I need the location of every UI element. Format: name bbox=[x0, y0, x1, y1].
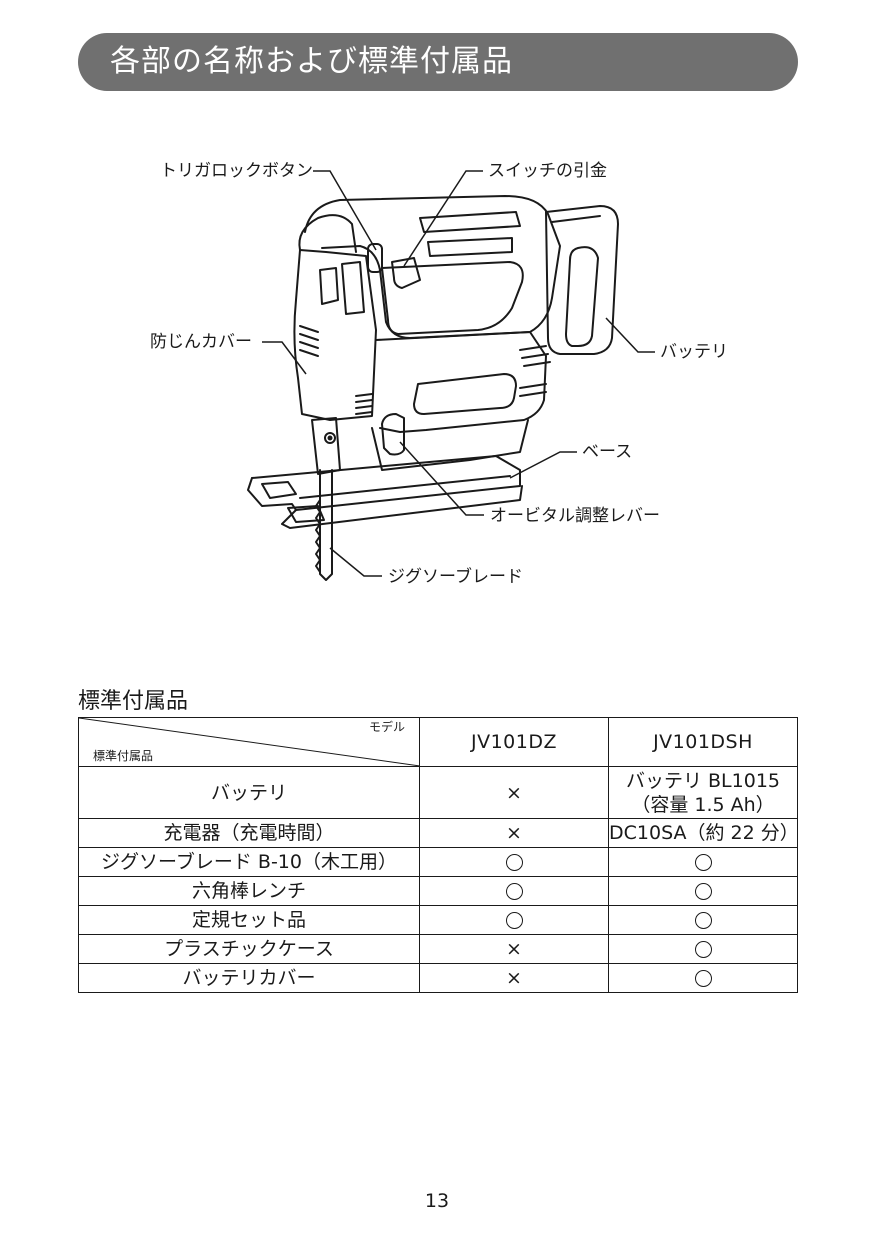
page-number: 13 bbox=[424, 1190, 450, 1212]
battery-model-text: バッテリ BL1015 bbox=[625, 769, 780, 792]
label-trigger-lock-button: トリガロックボタン bbox=[160, 161, 313, 181]
circle-mark bbox=[419, 847, 609, 877]
accessories-table: モデル 標準付属品 JV101DZ JV101DSH バッテリ × バッテリ B… bbox=[78, 717, 799, 993]
item-name: ジグソーブレード B-10（木工用） bbox=[78, 847, 420, 877]
circle-mark bbox=[608, 963, 798, 993]
jigsaw-illustration bbox=[247, 170, 655, 581]
item-name: プラスチックケース bbox=[78, 934, 420, 964]
base-plate-drawing bbox=[247, 455, 523, 529]
table-row: プラスチックケース × bbox=[78, 934, 798, 964]
circle-mark-glyph bbox=[694, 912, 712, 929]
label-battery: バッテリ bbox=[660, 342, 728, 362]
battery-capacity-text: （容量 1.5 Ah） bbox=[631, 793, 775, 816]
label-orbital-lever: オービタル調整レバー bbox=[490, 506, 660, 526]
circle-mark bbox=[608, 876, 798, 906]
tool-body-drawing bbox=[293, 195, 561, 475]
dsh-value: バッテリ BL1015 （容量 1.5 Ah） bbox=[608, 766, 798, 819]
circle-mark-glyph bbox=[694, 941, 712, 958]
circle-mark bbox=[419, 876, 609, 906]
cross-mark: × bbox=[419, 963, 609, 993]
blade-drawing bbox=[315, 469, 333, 581]
corner-diagonal bbox=[79, 718, 420, 766]
circle-mark-glyph bbox=[505, 854, 523, 871]
item-name: 六角棒レンチ bbox=[78, 876, 420, 906]
table-corner-cell: モデル 標準付属品 bbox=[78, 717, 420, 767]
section-banner: 各部の名称および標準付属品 bbox=[78, 33, 798, 91]
item-name: 定規セット品 bbox=[78, 905, 420, 935]
dsh-value: DC10SA（約 22 分） bbox=[608, 818, 799, 848]
table-row: バッテリ × バッテリ BL1015 （容量 1.5 Ah） bbox=[78, 766, 798, 819]
circle-mark-glyph bbox=[694, 854, 712, 871]
label-jigsaw-blade: ジグソーブレード bbox=[388, 567, 523, 587]
table-row: バッテリカバー × bbox=[78, 963, 798, 993]
cross-mark: × bbox=[419, 818, 609, 848]
item-name: バッテリ bbox=[78, 766, 420, 819]
leader-lines bbox=[262, 170, 655, 577]
circle-mark bbox=[608, 934, 798, 964]
label-base: ベース bbox=[582, 442, 633, 462]
circle-mark bbox=[608, 847, 798, 877]
circle-mark-glyph bbox=[505, 883, 523, 900]
circle-mark-glyph bbox=[505, 912, 523, 929]
model-header-jv101dz: JV101DZ bbox=[419, 717, 609, 767]
model-column-label: モデル bbox=[368, 720, 405, 734]
cross-mark: × bbox=[419, 934, 609, 964]
model-header-jv101dsh: JV101DSH bbox=[608, 717, 798, 767]
item-row-label: 標準付属品 bbox=[93, 749, 154, 763]
item-name: バッテリカバー bbox=[78, 963, 420, 993]
accessories-heading: 標準付属品 bbox=[78, 689, 189, 714]
table-row: 六角棒レンチ bbox=[78, 876, 798, 906]
circle-mark bbox=[419, 905, 609, 935]
label-switch-trigger: スイッチの引金 bbox=[488, 161, 607, 181]
item-name: 充電器（充電時間） bbox=[78, 818, 420, 848]
table-header-row: モデル 標準付属品 JV101DZ JV101DSH bbox=[78, 717, 798, 767]
page-title: 各部の名称および標準付属品 bbox=[110, 44, 513, 79]
circle-mark bbox=[608, 905, 798, 935]
battery-pack-drawing bbox=[545, 205, 619, 355]
cross-mark: × bbox=[419, 766, 609, 819]
table-row: 充電器（充電時間） × DC10SA（約 22 分） bbox=[78, 818, 799, 848]
circle-mark-glyph bbox=[694, 883, 712, 900]
circle-mark-glyph bbox=[694, 970, 712, 987]
table-row: ジグソーブレード B-10（木工用） bbox=[78, 847, 798, 877]
table-row: 定規セット品 bbox=[78, 905, 798, 935]
label-dust-cover: 防じんカバー bbox=[150, 332, 252, 352]
